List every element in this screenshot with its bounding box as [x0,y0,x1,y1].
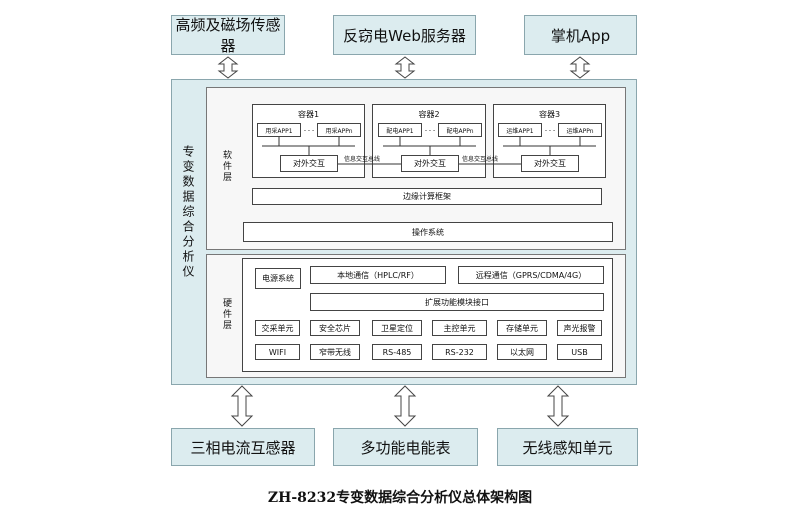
double-arrow-icon [569,56,591,79]
double-arrow-icon [394,56,416,79]
handheld-app-label: 掌机App [550,26,611,45]
hw-unit-box: 存储单元 [497,320,547,336]
remote-comm-box: 远程通信（GPRS/CDMA/4G） [458,266,604,284]
hw-comm-box: 以太网 [497,344,547,360]
app-box: 配电APPn [438,123,482,137]
hw-unit-box: 交采单元 [255,320,300,336]
hw-comm-box: WIFI [255,344,300,360]
double-arrow-icon [546,385,570,427]
energy-meter-box: 多功能电能表 [333,428,478,466]
handheld-app-box: 掌机App [524,15,637,55]
power-system-box: 电源系统 [255,268,301,289]
app-dash: - - - [544,126,556,134]
hw-comm-box: RS-485 [372,344,422,360]
web-server-label: 反窃电Web服务器 [343,26,466,45]
wireless-unit-box: 无线感知单元 [497,428,638,466]
app-box: 运维APPn [558,123,602,137]
hw-unit-box: 主控单元 [432,320,487,336]
hw-comm-box: RS-232 [432,344,487,360]
container-title: 容器3 [538,109,561,119]
app-box: 用采APP1 [257,123,301,137]
app-dash: - - - [424,126,436,134]
local-comm-box: 本地通信（HPLC/RF） [310,266,446,284]
hw-unit-box: 声光报警 [557,320,602,336]
ext-interface-box: 扩展功能模块接口 [310,293,604,311]
external-interact-box: 对外交互 [521,155,579,172]
container-title: 容器1 [297,109,320,119]
app-box: 配电APP1 [378,123,422,137]
app-dash: - - - [303,126,315,134]
app-box: 用采APPn [317,123,361,137]
os-box: 操作系统 [243,222,613,242]
bus-label: 信息交互总线 [462,156,499,163]
hardware-layer-label: 硬件层 [221,298,231,331]
external-interact-box: 对外交互 [401,155,459,172]
wireless-unit-label: 无线感知单元 [522,438,613,457]
sensor-box: 高频及磁场传感器 [171,15,285,55]
bus-label: 信息交互总线 [344,156,381,163]
hw-unit-box: 卫星定位 [372,320,422,336]
double-arrow-icon [217,56,239,79]
energy-meter-label: 多功能电能表 [360,438,451,457]
hw-comm-box: USB [557,344,602,360]
container-title: 容器2 [418,109,440,119]
edge-framework-box: 边缘计算框架 [252,188,602,205]
hw-comm-box: 窄带无线 [310,344,360,360]
diagram-caption: ZH-8232专变数据综合分析仪总体架构图 [267,490,533,506]
app-box: 运维APP1 [498,123,542,137]
double-arrow-icon [230,385,254,427]
current-transformer-box: 三相电流互感器 [171,428,315,466]
current-transformer-label: 三相电流互感器 [190,438,296,457]
sensor-label: 高频及磁场传感器 [175,16,281,55]
web-server-box: 反窃电Web服务器 [333,15,476,55]
hw-unit-box: 安全芯片 [310,320,360,336]
analyzer-label: 专变数据综合分析仪 [181,145,195,280]
software-layer-label: 软件层 [221,150,231,183]
external-interact-box: 对外交互 [280,155,338,172]
double-arrow-icon [393,385,417,427]
